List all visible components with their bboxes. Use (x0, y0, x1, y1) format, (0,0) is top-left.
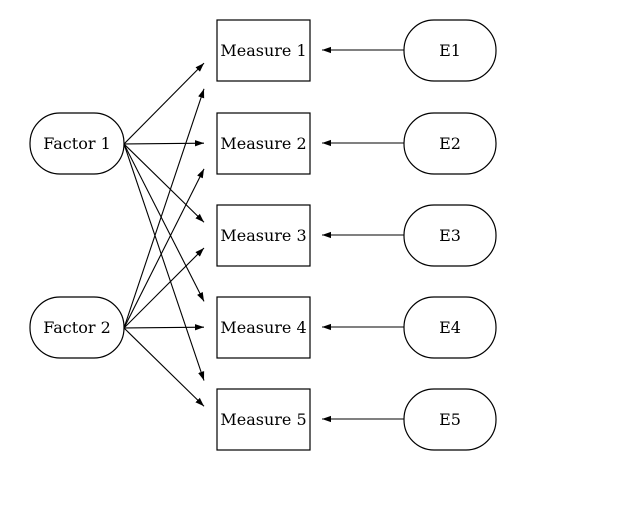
loading-arrow-f1-m4 (123, 143, 205, 302)
measure-label: Measure 2 (220, 134, 306, 153)
factor-label: Factor 1 (43, 134, 111, 153)
loading-arrow-f2-m2 (123, 168, 205, 329)
factor-label: Factor 2 (43, 318, 111, 337)
measure-label: Measure 4 (220, 318, 306, 337)
error-label: E3 (439, 226, 461, 245)
error-node-1: E1 (403, 19, 497, 82)
measure-label: Measure 3 (220, 226, 306, 245)
error-node-5: E5 (403, 388, 497, 451)
loading-arrow-f1-m3 (123, 143, 205, 223)
loading-arrow-f2-m1 (123, 88, 205, 329)
measure-node-2: Measure 2 (216, 112, 311, 175)
error-node-3: E3 (403, 204, 497, 267)
error-label: E1 (439, 41, 461, 60)
error-node-2: E2 (403, 112, 497, 175)
loading-arrow-f2-m4 (123, 324, 205, 331)
error-label: E4 (439, 318, 461, 337)
factor-node-2: Factor 2 (29, 296, 125, 359)
error-label: E5 (439, 410, 461, 429)
loading-arrow-f1-m1 (123, 62, 205, 145)
measure-label: Measure 1 (220, 41, 306, 60)
loading-arrow-f1-m5 (123, 143, 205, 381)
measure-label: Measure 5 (220, 410, 306, 429)
measure-node-4: Measure 4 (216, 296, 311, 359)
edges-layer (123, 46, 404, 423)
measure-node-5: Measure 5 (216, 388, 311, 451)
loading-arrow-f2-m3 (123, 247, 205, 329)
error-label: E2 (439, 134, 461, 153)
measure-node-1: Measure 1 (216, 19, 311, 82)
factor-node-1: Factor 1 (29, 112, 125, 175)
error-node-4: E4 (403, 296, 497, 359)
measure-node-3: Measure 3 (216, 204, 311, 267)
loading-arrow-f2-m5 (123, 327, 205, 407)
loading-arrow-f1-m2 (123, 140, 205, 147)
